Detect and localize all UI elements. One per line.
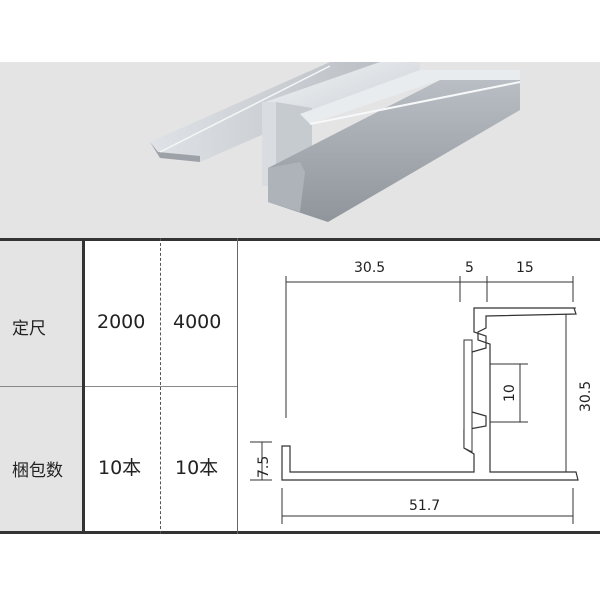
dim-label-30-5-top: 30.5 bbox=[354, 260, 385, 276]
cross-section-drawing: 30.5 5 15 30.5 10 7.5 51.7 bbox=[250, 260, 594, 524]
aluminium-profile-image bbox=[150, 62, 521, 222]
profile-outline bbox=[281, 307, 579, 481]
label-divider bbox=[82, 238, 85, 534]
cell-pack-qty-1: 10本 bbox=[98, 457, 142, 479]
cell-length-2000: 2000 bbox=[97, 311, 146, 333]
row-label-teishaku: 定尺 bbox=[12, 319, 46, 339]
product-photo bbox=[0, 62, 600, 238]
dim-label-10: 10 bbox=[502, 384, 518, 402]
value-dash-divider bbox=[160, 238, 161, 534]
spec-table: 定尺 2000 4000 梱包数 10本 10本 bbox=[0, 238, 600, 534]
profile-inner-slot bbox=[463, 339, 473, 453]
drawing-divider bbox=[237, 238, 238, 534]
dim-label-15: 15 bbox=[516, 260, 534, 276]
dim-label-5: 5 bbox=[465, 260, 474, 276]
cell-length-4000: 4000 bbox=[173, 311, 222, 333]
table-row-divider bbox=[0, 386, 238, 387]
table-bottom-rule bbox=[0, 531, 600, 534]
table-top-rule bbox=[0, 238, 600, 241]
dim-label-7-5: 7.5 bbox=[256, 456, 272, 478]
dim-label-51-7: 51.7 bbox=[409, 498, 440, 514]
cell-pack-qty-2: 10本 bbox=[175, 457, 219, 479]
row-label-konposu: 梱包数 bbox=[12, 461, 63, 481]
dim-label-30-5-height: 30.5 bbox=[578, 381, 594, 412]
